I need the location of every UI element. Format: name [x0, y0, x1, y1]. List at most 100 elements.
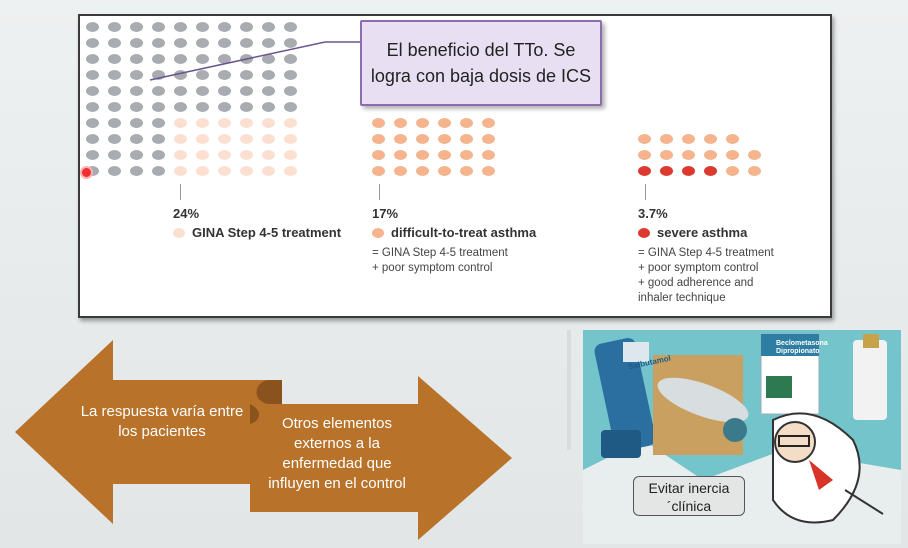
dot-mark: [372, 134, 385, 144]
dot-mark: [704, 134, 717, 144]
dot-mark: [152, 86, 165, 96]
dot-mark: [460, 166, 473, 176]
dot-mark: [638, 134, 651, 144]
dot-mark: [86, 38, 99, 48]
dot-mark: [174, 54, 187, 64]
dot-mark: [218, 134, 231, 144]
dot-mark: [726, 150, 739, 160]
dot-mark: [108, 22, 121, 32]
dot-mark: [152, 118, 165, 128]
stat-desc-line: + poor symptom control: [638, 262, 759, 274]
left-arrow-shape: [15, 340, 282, 524]
inhaler-illustration: Beclometasona Dipropionato Salbutamol Ev…: [583, 330, 901, 544]
caption-box: Evitar inercia ´clínica: [633, 476, 745, 516]
dot-mark: [262, 38, 275, 48]
dot-mark: [416, 150, 429, 160]
dot-mark: [174, 118, 187, 128]
dot-mark: [218, 150, 231, 160]
dot-mark: [262, 102, 275, 112]
dot-mark: [152, 38, 165, 48]
legend-dot-orange: [372, 228, 384, 238]
dot-mark: [196, 22, 209, 32]
right-arrow-shape: [250, 376, 512, 540]
dot-mark: [240, 166, 253, 176]
dot-mark: [196, 166, 209, 176]
dot-mark: [152, 150, 165, 160]
dot-mark: [130, 118, 143, 128]
dot-mark: [416, 118, 429, 128]
laser-pointer-dot: [80, 166, 93, 179]
dot-mark: [482, 166, 495, 176]
dot-mark: [284, 102, 297, 112]
dot-mark: [108, 102, 121, 112]
dot-mark: [284, 150, 297, 160]
dot-mark: [284, 70, 297, 80]
dot-mark: [196, 118, 209, 128]
dot-mark: [284, 118, 297, 128]
dot-mark: [152, 166, 165, 176]
dot-mark: [284, 166, 297, 176]
dot-mark: [262, 166, 275, 176]
stat-percent: 17%: [372, 206, 399, 221]
dot-mark: [196, 86, 209, 96]
dot-mark: [130, 134, 143, 144]
arrow-fold-shadow: [250, 404, 259, 424]
dot-mark: [130, 86, 143, 96]
dot-mark: [438, 134, 451, 144]
dot-mark: [394, 118, 407, 128]
dot-mark: [240, 134, 253, 144]
dot-mark: [262, 86, 275, 96]
dot-mark: [394, 150, 407, 160]
dot-mark: [240, 86, 253, 96]
arrow-fold-curl: [256, 380, 282, 404]
dot-mark: [108, 54, 121, 64]
tick-marker: [379, 184, 380, 200]
dot-mark: [130, 150, 143, 160]
dot-mark: [86, 150, 99, 160]
dot-mark: [482, 150, 495, 160]
dot-mark: [218, 86, 231, 96]
left-arrow-text: La respuesta varía entre los pacientes: [80, 403, 244, 440]
dot-mark: [660, 134, 673, 144]
dot-mark: [196, 54, 209, 64]
dot-mark: [460, 150, 473, 160]
dot-mark: [108, 166, 121, 176]
dot-mark: [372, 150, 385, 160]
dot-mark: [130, 102, 143, 112]
dot-mark: [438, 166, 451, 176]
dot-mark: [86, 70, 99, 80]
dot-mark: [416, 134, 429, 144]
dot-mark: [108, 86, 121, 96]
dot-mark: [130, 70, 143, 80]
dot-mark: [284, 54, 297, 64]
dot-mark: [196, 150, 209, 160]
dot-mark: [748, 150, 761, 160]
dot-mark: [660, 150, 673, 160]
dot-mark: [438, 150, 451, 160]
dot-mark: [218, 102, 231, 112]
dot-mark: [174, 86, 187, 96]
dot-mark: [174, 166, 187, 176]
dot-mark: [262, 134, 275, 144]
dot-mark: [638, 166, 651, 176]
dot-mark: [240, 22, 253, 32]
arrows-graphic: [15, 340, 512, 540]
stat-desc-line: + good adherence and: [638, 277, 754, 289]
dot-mark: [704, 150, 717, 160]
dot-mark: [152, 134, 165, 144]
dot-mark: [726, 134, 739, 144]
dot-mark: [130, 22, 143, 32]
dot-mark: [460, 134, 473, 144]
dot-mark: [218, 118, 231, 128]
dot-mark: [438, 118, 451, 128]
dot-mark: [86, 22, 99, 32]
dot-mark: [262, 118, 275, 128]
dot-mark: [196, 102, 209, 112]
dot-mark: [240, 38, 253, 48]
dot-mark: [108, 118, 121, 128]
dot-mark: [460, 118, 473, 128]
dot-mark: [372, 118, 385, 128]
dot-mark: [174, 134, 187, 144]
dot-mark: [174, 38, 187, 48]
dot-mark: [130, 38, 143, 48]
